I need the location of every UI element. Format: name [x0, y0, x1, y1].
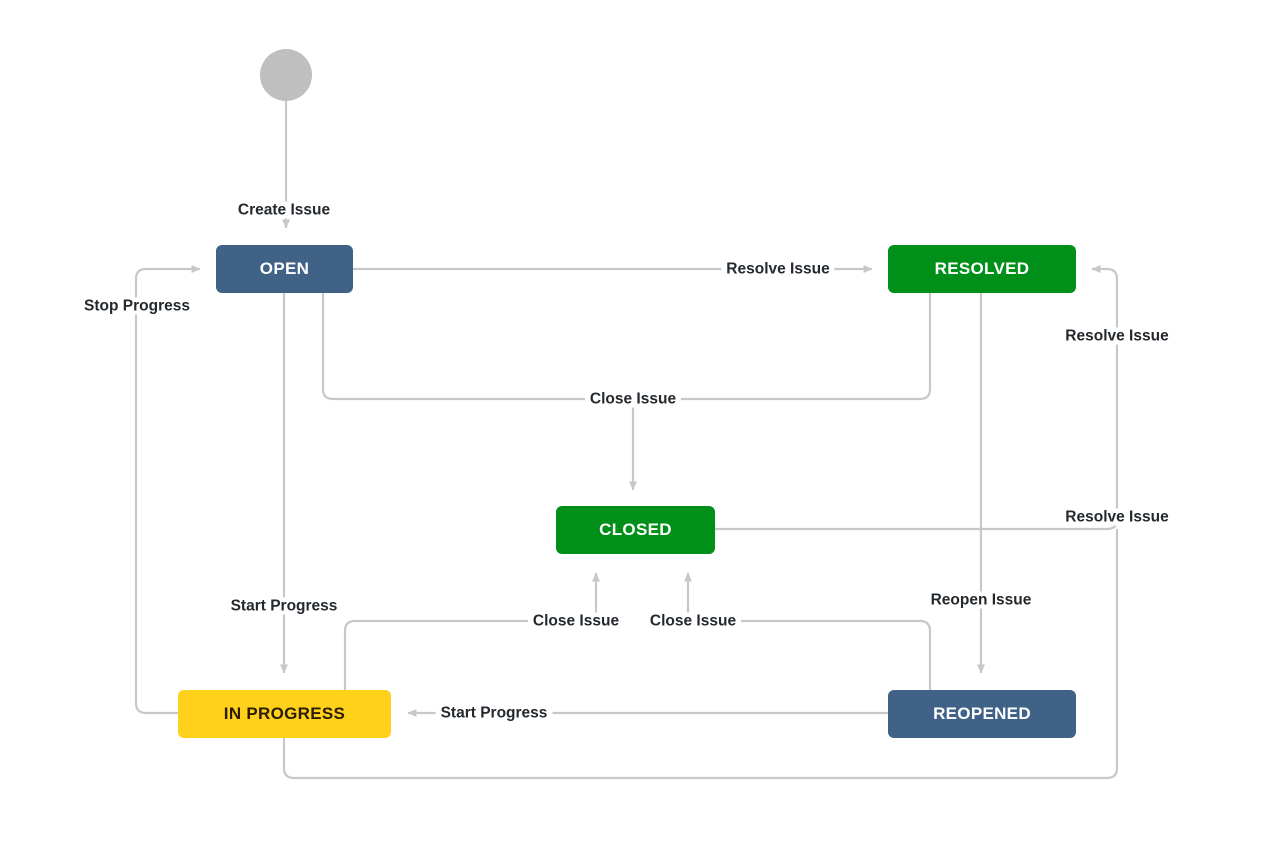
state-label-in-progress: IN PROGRESS [223, 704, 346, 723]
transition-label-stop-progress[interactable]: Stop Progress [79, 297, 195, 315]
edge-close-issue-resolved-join [633, 293, 932, 401]
edge-close-issue-open [321, 293, 633, 401]
transition-label-resolve-issue-open[interactable]: Resolve Issue [721, 260, 835, 278]
state-label-open: OPEN [259, 259, 310, 278]
state-node-reopened[interactable]: REOPENED [888, 690, 1076, 738]
state-node-resolved[interactable]: RESOLVED [888, 245, 1076, 293]
transition-label-close-issue-in-progress[interactable]: Close Issue [527, 612, 625, 630]
transition-label-create-issue[interactable]: Create Issue [232, 201, 336, 219]
start-node[interactable] [260, 49, 312, 101]
edge-close-issue-in-progress [343, 572, 600, 690]
transition-label-resolve-issue-in-progress[interactable]: Resolve Issue [1060, 508, 1174, 526]
edge-resolve-issue-closed [715, 265, 1119, 531]
transition-label-close-issue-open[interactable]: Close Issue [584, 390, 682, 408]
edge-close-issue-reopened [684, 572, 932, 690]
transition-label-start-progress-open[interactable]: Start Progress [225, 597, 343, 615]
state-label-closed: CLOSED [599, 520, 672, 539]
edge-stop-progress [134, 265, 201, 715]
state-node-open[interactable]: OPEN [216, 245, 353, 293]
state-node-closed[interactable]: CLOSED [556, 506, 715, 554]
state-node-in-progress[interactable]: IN PROGRESS [178, 690, 391, 738]
edge-resolve-issue-in-progress [282, 529, 1119, 780]
transition-label-close-issue-reopened[interactable]: Close Issue [644, 612, 742, 630]
transition-label-resolve-issue-closed[interactable]: Resolve Issue [1060, 327, 1174, 345]
transition-label-reopen-issue[interactable]: Reopen Issue [925, 591, 1037, 609]
state-label-resolved: RESOLVED [934, 259, 1030, 278]
state-label-reopened: REOPENED [933, 704, 1031, 723]
transition-label-start-progress-reopened[interactable]: Start Progress [435, 704, 553, 722]
